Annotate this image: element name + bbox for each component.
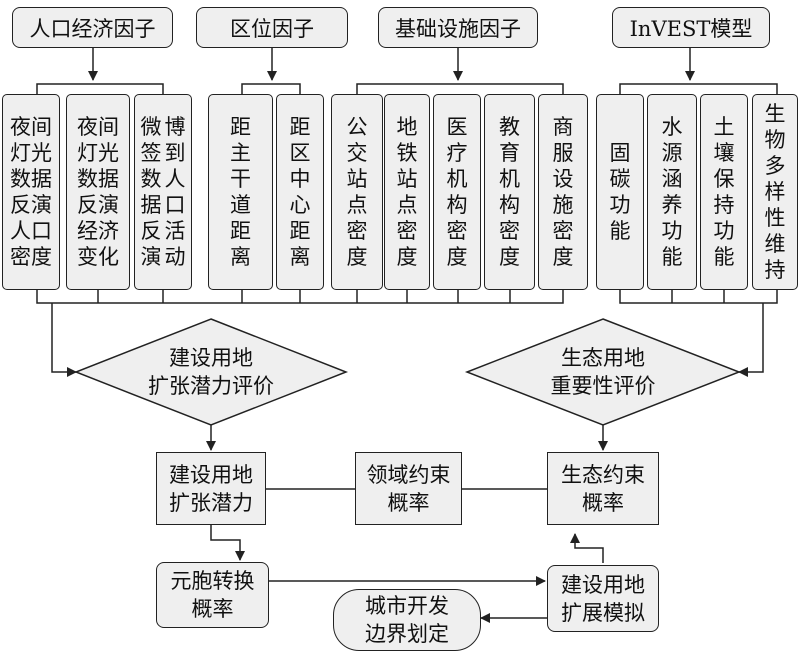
construction-eval-diamond bbox=[73, 318, 349, 426]
factor-distance-main-road: 距主干道距离 bbox=[208, 94, 273, 290]
factor-bus-stop-density-label: 公交站点密度 bbox=[346, 115, 368, 269]
factor-biodiversity-maintenance-label: 生物多样性维持 bbox=[764, 102, 786, 282]
eco-eval-diamond bbox=[464, 318, 742, 426]
factor-night-light-population-label: 夜间灯光数据反演人口密度 bbox=[10, 115, 52, 269]
factor-night-light-economy-label: 夜间灯光数据反演经济变化 bbox=[77, 115, 119, 269]
location-header: 区位因子 bbox=[196, 7, 348, 48]
infrastructure-header-label: 基础设施因子 bbox=[395, 16, 521, 41]
factor-medical-facility-density-label: 医疗机构密度 bbox=[446, 115, 468, 269]
arrow-into-construction-eval bbox=[51, 303, 77, 377]
factor-soil-conservation-label: 土壤保持功能 bbox=[713, 115, 735, 269]
arrow-expansion-to-eco bbox=[570, 533, 604, 563]
expansion-simulation-box: 建设用地 扩展模拟 bbox=[547, 565, 659, 632]
bracket-invest-top bbox=[619, 83, 778, 94]
factor-water-conservation: 水源涵养功能 bbox=[647, 94, 697, 290]
factor-weibo-population-activity: 微签数据反演 博到人口活动 bbox=[134, 94, 192, 290]
factor-medical-facility-density: 医疗机构密度 bbox=[433, 94, 481, 290]
factor-water-conservation-label: 水源涵养功能 bbox=[661, 115, 683, 269]
factor-distance-district-center-label: 距区中心距离 bbox=[289, 115, 311, 269]
construction-eval-label: 建设用地 扩张潜力评价 bbox=[148, 346, 274, 398]
eco-constraint-box: 生态约束 概率 bbox=[547, 452, 659, 525]
arrow-into-eco-eval bbox=[738, 303, 764, 377]
factor-biodiversity-maintenance: 生物多样性维持 bbox=[752, 94, 798, 290]
socio-economic-header-label: 人口经济因子 bbox=[29, 16, 156, 41]
bracket-infra-top bbox=[356, 83, 564, 94]
bracket-socio-top bbox=[36, 83, 164, 94]
factor-distance-main-road-label: 距主干道距离 bbox=[229, 115, 251, 269]
ca-probability-box: 元胞转换 概率 bbox=[156, 562, 269, 628]
factor-bus-stop-density: 公交站点密度 bbox=[331, 94, 383, 290]
domain-constraint-box: 领域约束 概率 bbox=[355, 452, 462, 525]
infrastructure-header: 基础设施因子 bbox=[378, 7, 538, 48]
bracket-location-top bbox=[241, 83, 301, 94]
factor-carbon-sequestration-label: 固碳功能 bbox=[609, 141, 631, 243]
factor-commercial-facility-density-label: 商服设施密度 bbox=[552, 115, 574, 269]
factor-metro-station-density: 地铁站点密度 bbox=[384, 94, 430, 290]
invest-model-header: InVEST模型 bbox=[612, 7, 770, 48]
construction-potential-box: 建设用地 扩张潜力 bbox=[156, 452, 266, 525]
factor-commercial-facility-density: 商服设施密度 bbox=[538, 94, 588, 290]
factor-carbon-sequestration: 固碳功能 bbox=[596, 94, 644, 290]
location-header-label: 区位因子 bbox=[230, 16, 314, 41]
factor-education-facility-density: 教育机构密度 bbox=[484, 94, 535, 290]
arrow-to-ca-probability bbox=[210, 525, 245, 561]
socio-economic-header: 人口经济因子 bbox=[12, 7, 173, 48]
factor-soil-conservation: 土壤保持功能 bbox=[700, 94, 748, 290]
bracket-right-bottom bbox=[619, 290, 778, 304]
invest-model-header-label: InVEST模型 bbox=[629, 16, 753, 41]
development-boundary-box: 城市开发 边界划定 bbox=[333, 589, 481, 651]
weibo-column-1: 微签数据反演 bbox=[140, 115, 162, 269]
factor-education-facility-density-label: 教育机构密度 bbox=[498, 115, 520, 269]
factor-night-light-economy: 夜间灯光数据反演经济变化 bbox=[66, 94, 130, 290]
factor-distance-district-center: 距区中心距离 bbox=[276, 94, 324, 290]
weibo-column-2: 博到人口活动 bbox=[164, 115, 186, 269]
eco-eval-label: 生态用地 重要性评价 bbox=[550, 346, 656, 398]
factor-night-light-population: 夜间灯光数据反演人口密度 bbox=[2, 94, 60, 290]
weibo-text-columns: 微签数据反演 博到人口活动 bbox=[140, 114, 186, 270]
factor-metro-station-density-label: 地铁站点密度 bbox=[396, 115, 418, 269]
